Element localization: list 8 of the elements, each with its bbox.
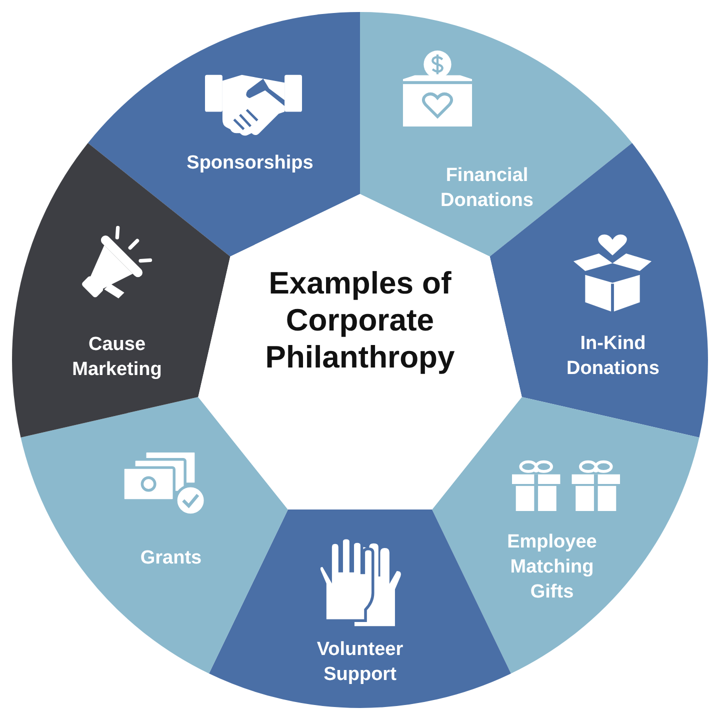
segment-label: Grants [139,546,203,570]
segment-label: Volunteer Support [316,638,404,687]
segment-label: Cause Marketing [71,333,163,382]
segment-label: In-Kind Donations [566,332,660,381]
segment-label: Employee Matching Gifts [506,530,598,604]
segment-label: Sponsorships [186,152,314,176]
wheel-segment [87,12,360,257]
wheel-segment [20,396,288,674]
